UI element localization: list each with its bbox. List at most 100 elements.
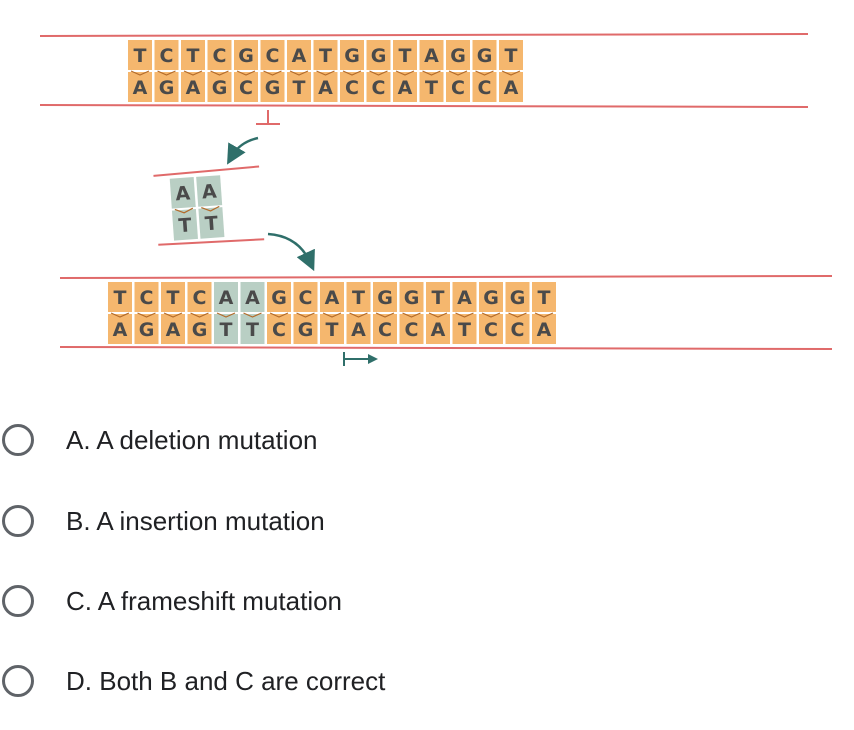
mutated-bottom-base-cell	[161, 314, 185, 344]
mutated-top-base-cell	[505, 282, 530, 312]
mutated-bottom-base: C	[484, 319, 498, 341]
original-top-base-cell	[393, 40, 417, 70]
mutated-base-pair-bond	[190, 312, 209, 318]
original-bottom-base-cell	[181, 72, 205, 102]
original-base-pair-bond	[369, 70, 388, 76]
fragment-bottom-base: T	[204, 213, 219, 236]
original-top-base-cell	[499, 40, 523, 70]
mutated-top-base: G	[377, 287, 393, 309]
original-bottom-base-cell	[154, 72, 179, 102]
mutated-top-base-cell	[214, 282, 238, 312]
mutated-bottom-base: A	[113, 319, 128, 341]
insertion-site-arrowhead	[368, 354, 378, 364]
mutated-bottom-base: G	[298, 319, 314, 341]
original-top-base: T	[319, 45, 332, 67]
mutated-base-pair-bond	[163, 312, 183, 318]
original-top-base-cell	[154, 40, 179, 70]
original-bottom-base: C	[372, 77, 386, 99]
mutated-top-base-cell	[479, 282, 503, 312]
radio-a[interactable]	[2, 424, 34, 456]
original-bottom-base: C	[239, 77, 253, 99]
original-top-base-cell	[287, 40, 311, 70]
original-bottom-base: T	[425, 77, 438, 99]
mutated-bottom-base: T	[458, 319, 471, 341]
original-bottom-base-cell	[472, 72, 497, 102]
original-top-base-cell	[340, 40, 364, 70]
mutated-bottom-base-cell	[293, 314, 318, 344]
mutated-top-base: C	[140, 287, 154, 309]
original-base-pair-bond	[475, 70, 494, 76]
fragment-top-base: A	[175, 182, 191, 205]
original-base-pair-bond	[501, 70, 521, 76]
mutated-base-pair-bond	[296, 312, 315, 318]
fragment-top-base: A	[201, 181, 217, 204]
mutated-top-base: T	[352, 287, 365, 309]
original-top-base-cell	[260, 40, 285, 70]
original-bottom-base: C	[478, 77, 492, 99]
mutated-base-pair-bond	[322, 312, 342, 318]
insertion-site-marker	[343, 352, 370, 366]
original-base-pair-bond	[316, 70, 335, 76]
radio-d[interactable]	[2, 665, 34, 697]
original-top-base: G	[344, 45, 360, 67]
mutated-base-pair-bond	[110, 312, 130, 318]
original-bottom-base-cell	[260, 72, 285, 102]
fragment-top-backbone	[153, 165, 260, 177]
original-bottom-base-cell	[499, 72, 523, 102]
mutated-bottom-base-cell	[399, 314, 424, 344]
mutated-base-pair-bond	[508, 312, 527, 318]
mutated-top-base-cell	[399, 282, 424, 312]
option-a[interactable]: A. A deletion mutation	[0, 415, 500, 465]
option-c[interactable]: C. A frameshift mutation	[0, 576, 500, 626]
original-top-base: T	[399, 45, 412, 67]
mutated-bottom-base-cell	[320, 314, 344, 344]
mutated-top-base: G	[483, 287, 499, 309]
radio-c[interactable]	[2, 585, 34, 617]
option-b[interactable]: B. A insertion mutation	[0, 496, 500, 546]
mutated-top-base-cell	[346, 282, 371, 312]
mutated-bottom-base-cell	[108, 314, 132, 344]
mutated-bottom-base: C	[378, 319, 392, 341]
original-bottom-base: C	[345, 77, 359, 99]
mutated-top-base: G	[271, 287, 287, 309]
mutated-base-pair-bond	[481, 312, 501, 318]
option-d[interactable]: D. Both B and C are correct	[0, 656, 500, 706]
option-b-label: B. A insertion mutation	[66, 505, 325, 536]
mutated-bottom-base-cell	[452, 314, 477, 344]
mutated-top-base-cell	[452, 282, 477, 312]
original-bottom-base: A	[186, 77, 201, 99]
fragment-base-pair-bond	[174, 207, 194, 214]
original-bottom-base: A	[318, 77, 333, 99]
original-bottom-base-cell	[419, 72, 444, 102]
original-bottom-base: A	[133, 77, 148, 99]
original-bottom-base: A	[398, 77, 413, 99]
mutated-bottom-base-cell	[479, 314, 503, 344]
original-top-base: C	[213, 45, 227, 67]
original-base-pair-bond	[183, 70, 203, 76]
original-top-base: G	[238, 45, 254, 67]
mutated-top-base: T	[432, 287, 445, 309]
mutated-bottom-base: A	[431, 319, 446, 341]
mutated-base-pair-bond	[216, 312, 236, 318]
original-bottom-base-cell	[287, 72, 311, 102]
cut-site-marker	[256, 110, 280, 125]
original-top-base-cell	[472, 40, 497, 70]
mutated-bottom-base: C	[272, 319, 286, 341]
mutated-bottom-base-cell	[373, 314, 397, 344]
original-bottom-base: G	[159, 77, 175, 99]
mutated-bottom-base: C	[405, 319, 419, 341]
mutated-top-base-cell	[161, 282, 185, 312]
original-bottom-base-cell	[366, 72, 391, 102]
original-bottom-base: T	[293, 77, 306, 99]
radio-b[interactable]	[2, 505, 34, 537]
fragment-base-pair-bond	[201, 205, 220, 212]
mutated-base-pair-bond	[375, 312, 395, 318]
mutated-top-base: A	[245, 287, 260, 309]
original-top-base: A	[424, 45, 439, 67]
fragment-top-base-cell	[196, 175, 223, 207]
mutated-top-base: G	[510, 287, 526, 309]
mutated-bottom-base: A	[166, 319, 181, 341]
